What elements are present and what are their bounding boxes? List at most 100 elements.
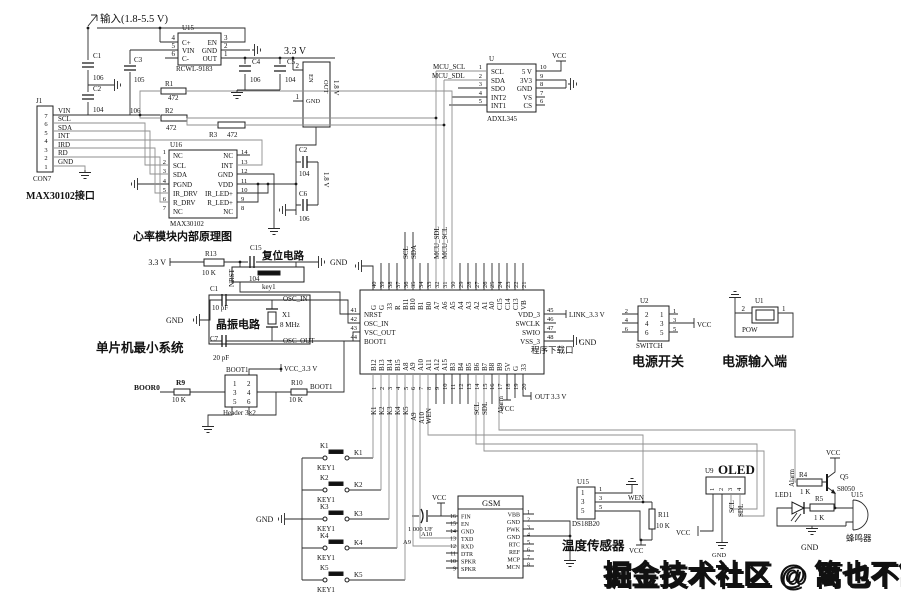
adxl-left-pin-label: INT1 [491, 102, 507, 110]
mcu-right-pin-label: VDD_3 [518, 311, 541, 319]
c5-val: 104 [285, 76, 296, 84]
mcu-bottom-pin-label: A8 [402, 362, 410, 371]
u16-ref: U16 [170, 141, 183, 149]
mcu-top-pin-num: 39 [379, 282, 386, 289]
mcu-bottom-pin-label: B8 [488, 362, 496, 371]
schematic-shape [833, 506, 837, 510]
wires [53, 14, 869, 581]
adxl-right-pin-num: 9 [540, 73, 543, 80]
gsm-right-pin-num: 3 [527, 525, 530, 531]
key5-actuator [328, 571, 344, 576]
switch-outer-left-num: 4 [625, 317, 629, 324]
mcu-bottom-pin-label: G [512, 366, 520, 371]
key-net: K2 [354, 481, 363, 489]
r9-resistor [173, 388, 191, 396]
q5-ref: Q5 [840, 473, 849, 481]
key-buttons [257, 270, 350, 583]
adxl-left-pin-num: 1 [479, 64, 482, 71]
mcu-top-pin-label: B10 [409, 298, 417, 310]
gsm-right-pin-num: 5 [527, 540, 530, 546]
boot-header-pin-num: 6 [247, 398, 251, 406]
r11-ref: R11 [658, 511, 670, 519]
key-ref: K3 [320, 503, 329, 511]
mcu-top-pin-label: 33 [386, 303, 394, 311]
adxl-right-pin-num: 8 [540, 81, 543, 88]
out-3v3-net: OUT 3.3 V [535, 393, 566, 401]
adxl-left-pin-num: 4 [479, 90, 483, 97]
r1-ref: R1 [165, 80, 174, 88]
mcu-left-pin-num: 44 [351, 334, 358, 341]
x1-val: 8 MHz [280, 321, 300, 329]
key-ref: K5 [320, 564, 329, 572]
key3-contact [322, 516, 328, 522]
u15-cminus: C- [182, 55, 190, 63]
mcu-bottom-pin-num: 14 [474, 383, 481, 390]
key2-contact [322, 487, 328, 493]
c2-ref: C2 [93, 85, 102, 93]
mcu-top-pin-label: B1 [417, 301, 425, 310]
r5-resistor [809, 503, 835, 512]
mcu-bottom-pin-label: A12 [433, 358, 441, 371]
alarm-gnd: GND [801, 543, 819, 552]
j1-con7: CON7 [33, 175, 52, 183]
u1-ref: U1 [755, 297, 764, 305]
switch-outer-left-num: 2 [625, 308, 628, 315]
mcu-bottom-pin-num: 2 [379, 387, 386, 390]
oled-pin-num: 1 [709, 488, 716, 491]
schematic-shape [568, 534, 572, 538]
crystal-circuit-box [208, 294, 311, 345]
schematic-shape [256, 182, 260, 186]
mcu-top-pin-num: 35 [410, 282, 417, 289]
prog-caption: 程序下载口 [531, 345, 574, 355]
adxl-left-pin-label: INT2 [491, 94, 507, 102]
gsm-right-pin-label: PWK [507, 528, 521, 534]
schematic-shape [279, 367, 283, 371]
j1-pin-label: GND [58, 158, 73, 166]
gnd-oled [715, 539, 729, 549]
gsm-left-pin-num: 9 [453, 567, 456, 573]
c2b-ref: C2 [299, 146, 308, 154]
net-sda: SDA [410, 245, 418, 259]
r4-val: 1 K [800, 488, 810, 496]
u16-right-pin-label: NC [223, 208, 233, 216]
key5-contact [322, 577, 328, 583]
mcu-right-pin-num: 47 [547, 325, 554, 332]
mcu-top-pin-label: A0 [488, 301, 496, 310]
mcu-stub-wires [364, 232, 571, 404]
gsm-left-pin-label: DTR [461, 552, 473, 558]
c6-val: 106 [299, 215, 310, 223]
oled-gnd: GND [712, 552, 726, 559]
mcu-bottom-pin-num: 15 [482, 384, 489, 391]
watermark: 掘金技术社区 @ 篱也不篱 [603, 558, 901, 590]
boot1-ref: BOOT1 [226, 366, 249, 374]
mcu-bottom-pin-label: B7 [481, 362, 489, 371]
mcu-top-pin-label: G [378, 305, 386, 310]
gnd-keys [278, 512, 288, 526]
mcu-bottom-pin-num: 19 [513, 384, 520, 391]
schematic-shape [243, 56, 247, 60]
u16-right-pin-num: 13 [241, 159, 248, 166]
mcu-bottom-pin-num: 1 [371, 387, 378, 390]
mcu-bottom-pin-num: 20 [521, 384, 528, 391]
boor0-net: BOOR0 [134, 383, 160, 392]
schematic-shape [266, 182, 270, 186]
mcu-right-pin-label: SWCLK [516, 320, 541, 328]
u16-right-pin-label: IR_LED+ [205, 190, 233, 198]
c5-ref: C5 [287, 58, 296, 66]
mcu-bottom-pin-label: B5 [465, 362, 473, 371]
ds18b20-wires [595, 487, 653, 546]
gsm-right-pin-label: REF [509, 550, 521, 556]
mcu-top-pin-label: C15 [496, 298, 504, 310]
pow-caption: 电源输入端 [722, 354, 787, 369]
adxl-left-pin-label: SDO [491, 85, 505, 93]
net-k3: K3 [386, 406, 394, 415]
led1-triangle [791, 501, 806, 515]
xtal-caption: 晶振电路 [216, 317, 261, 331]
u16-left-pin-num: 2 [163, 159, 166, 166]
mcu-top-pin-num: 21 [521, 282, 528, 289]
mcu-top-pin-label: A6 [441, 301, 449, 310]
key1-actuator [328, 449, 344, 454]
u16-right-pin-num: 9 [241, 196, 244, 203]
u16-left-pin-num: 6 [163, 196, 167, 203]
ds-inner-pin-num: 3 [581, 498, 585, 506]
